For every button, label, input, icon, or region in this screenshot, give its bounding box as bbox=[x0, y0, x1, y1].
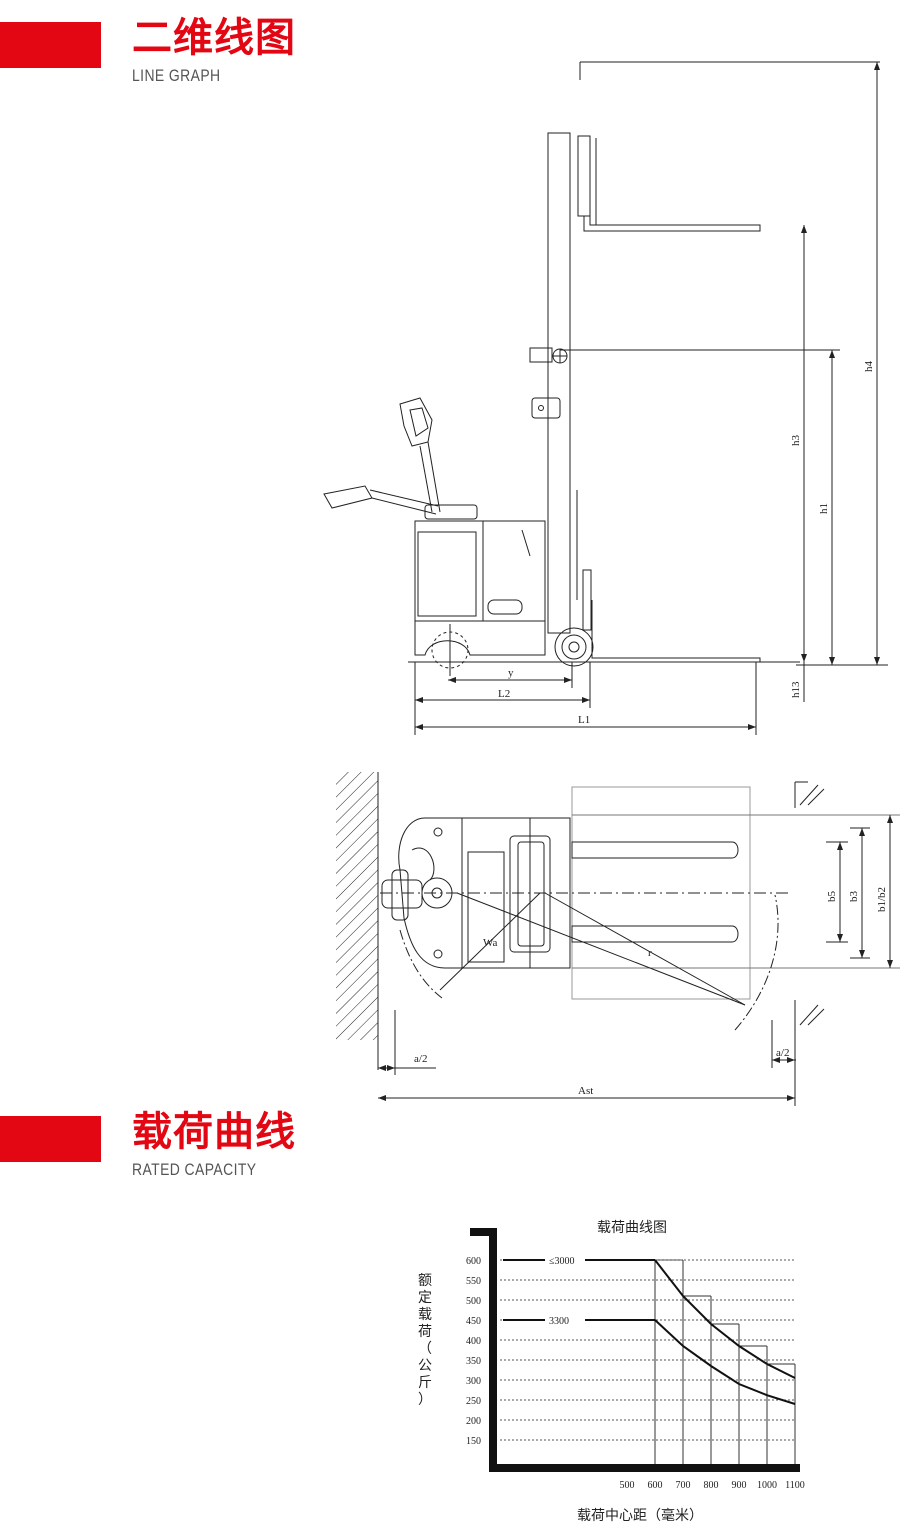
dim-label-r: r bbox=[648, 947, 652, 959]
x-tick-label: 700 bbox=[676, 1480, 691, 1491]
line-graph-subtitle: LINE GRAPH bbox=[132, 66, 221, 85]
y-tick-label: 500 bbox=[466, 1296, 481, 1307]
dim-label-a2-right: a/2 bbox=[776, 1047, 789, 1059]
series-label: 3300 bbox=[549, 1316, 569, 1327]
dim-label-h13: h13 bbox=[790, 681, 802, 698]
chart-ylabel-group: 额定载荷（公斤） bbox=[418, 1273, 432, 1408]
side-view-drawing: h4 h3 h1 h13 y L2 L1 bbox=[323, 61, 888, 735]
rated-capacity-subtitle: RATED CAPACITY bbox=[132, 1160, 257, 1179]
line-graph-title: 二维线图 bbox=[132, 15, 296, 61]
chart-ylabel: 额定载荷（公斤） bbox=[418, 1273, 432, 1408]
series-curve bbox=[654, 1319, 796, 1405]
dim-label-h1: h1 bbox=[818, 503, 830, 514]
series-label-bg bbox=[545, 1313, 585, 1327]
x-tick-label: 1100 bbox=[785, 1480, 805, 1491]
y-tick-label: 150 bbox=[466, 1436, 481, 1447]
x-tick-label: 1000 bbox=[757, 1480, 777, 1491]
dim-label-y: y bbox=[508, 667, 514, 679]
y-tick-label: 350 bbox=[466, 1356, 481, 1367]
y-tick-label: 450 bbox=[466, 1316, 481, 1327]
y-tick-label: 300 bbox=[466, 1376, 481, 1387]
dim-label-ast: Ast bbox=[578, 1085, 593, 1097]
dim-label-b1b2: b1/b2 bbox=[876, 887, 888, 912]
series-curve bbox=[654, 1259, 796, 1379]
dim-label-wa: Wa bbox=[483, 937, 498, 949]
chart-frame bbox=[470, 1228, 800, 1472]
x-tick-label: 500 bbox=[620, 1480, 635, 1491]
y-tick-label: 600 bbox=[466, 1256, 481, 1267]
capacity-chart: 载荷曲线图 ≤3000 3300 150 200 250 300 350 400 450 500… bbox=[418, 1220, 805, 1524]
dim-label-L1: L1 bbox=[578, 714, 590, 726]
section-accent-bar bbox=[0, 22, 101, 68]
x-tick-label: 600 bbox=[648, 1480, 663, 1491]
series-label: ≤3000 bbox=[549, 1256, 575, 1267]
y-tick-label: 250 bbox=[466, 1396, 481, 1407]
dim-label-b5: b5 bbox=[826, 891, 838, 903]
dim-label-a2-left: a/2 bbox=[414, 1053, 427, 1065]
dim-label-L2: L2 bbox=[498, 688, 510, 700]
rated-capacity-title: 载荷曲线 bbox=[132, 1109, 296, 1155]
series-label-bg bbox=[545, 1253, 585, 1267]
chart-xlabel: 载荷中心距（毫米） bbox=[577, 1507, 703, 1524]
dim-label-h4: h4 bbox=[863, 361, 875, 373]
dim-label-b3: b3 bbox=[848, 891, 860, 903]
y-tick-label: 550 bbox=[466, 1276, 481, 1287]
section-accent-bar bbox=[0, 1116, 101, 1162]
top-view-drawing: b5 b3 b1/b2 Wa r a/2 a/2 Ast bbox=[336, 772, 900, 1106]
x-tick-label: 900 bbox=[732, 1480, 747, 1491]
x-tick-label: 800 bbox=[704, 1480, 719, 1491]
dim-label-h3: h3 bbox=[790, 435, 802, 447]
y-tick-label: 200 bbox=[466, 1416, 481, 1427]
chart-title: 载荷曲线图 bbox=[597, 1220, 667, 1236]
y-tick-label: 400 bbox=[466, 1336, 481, 1347]
